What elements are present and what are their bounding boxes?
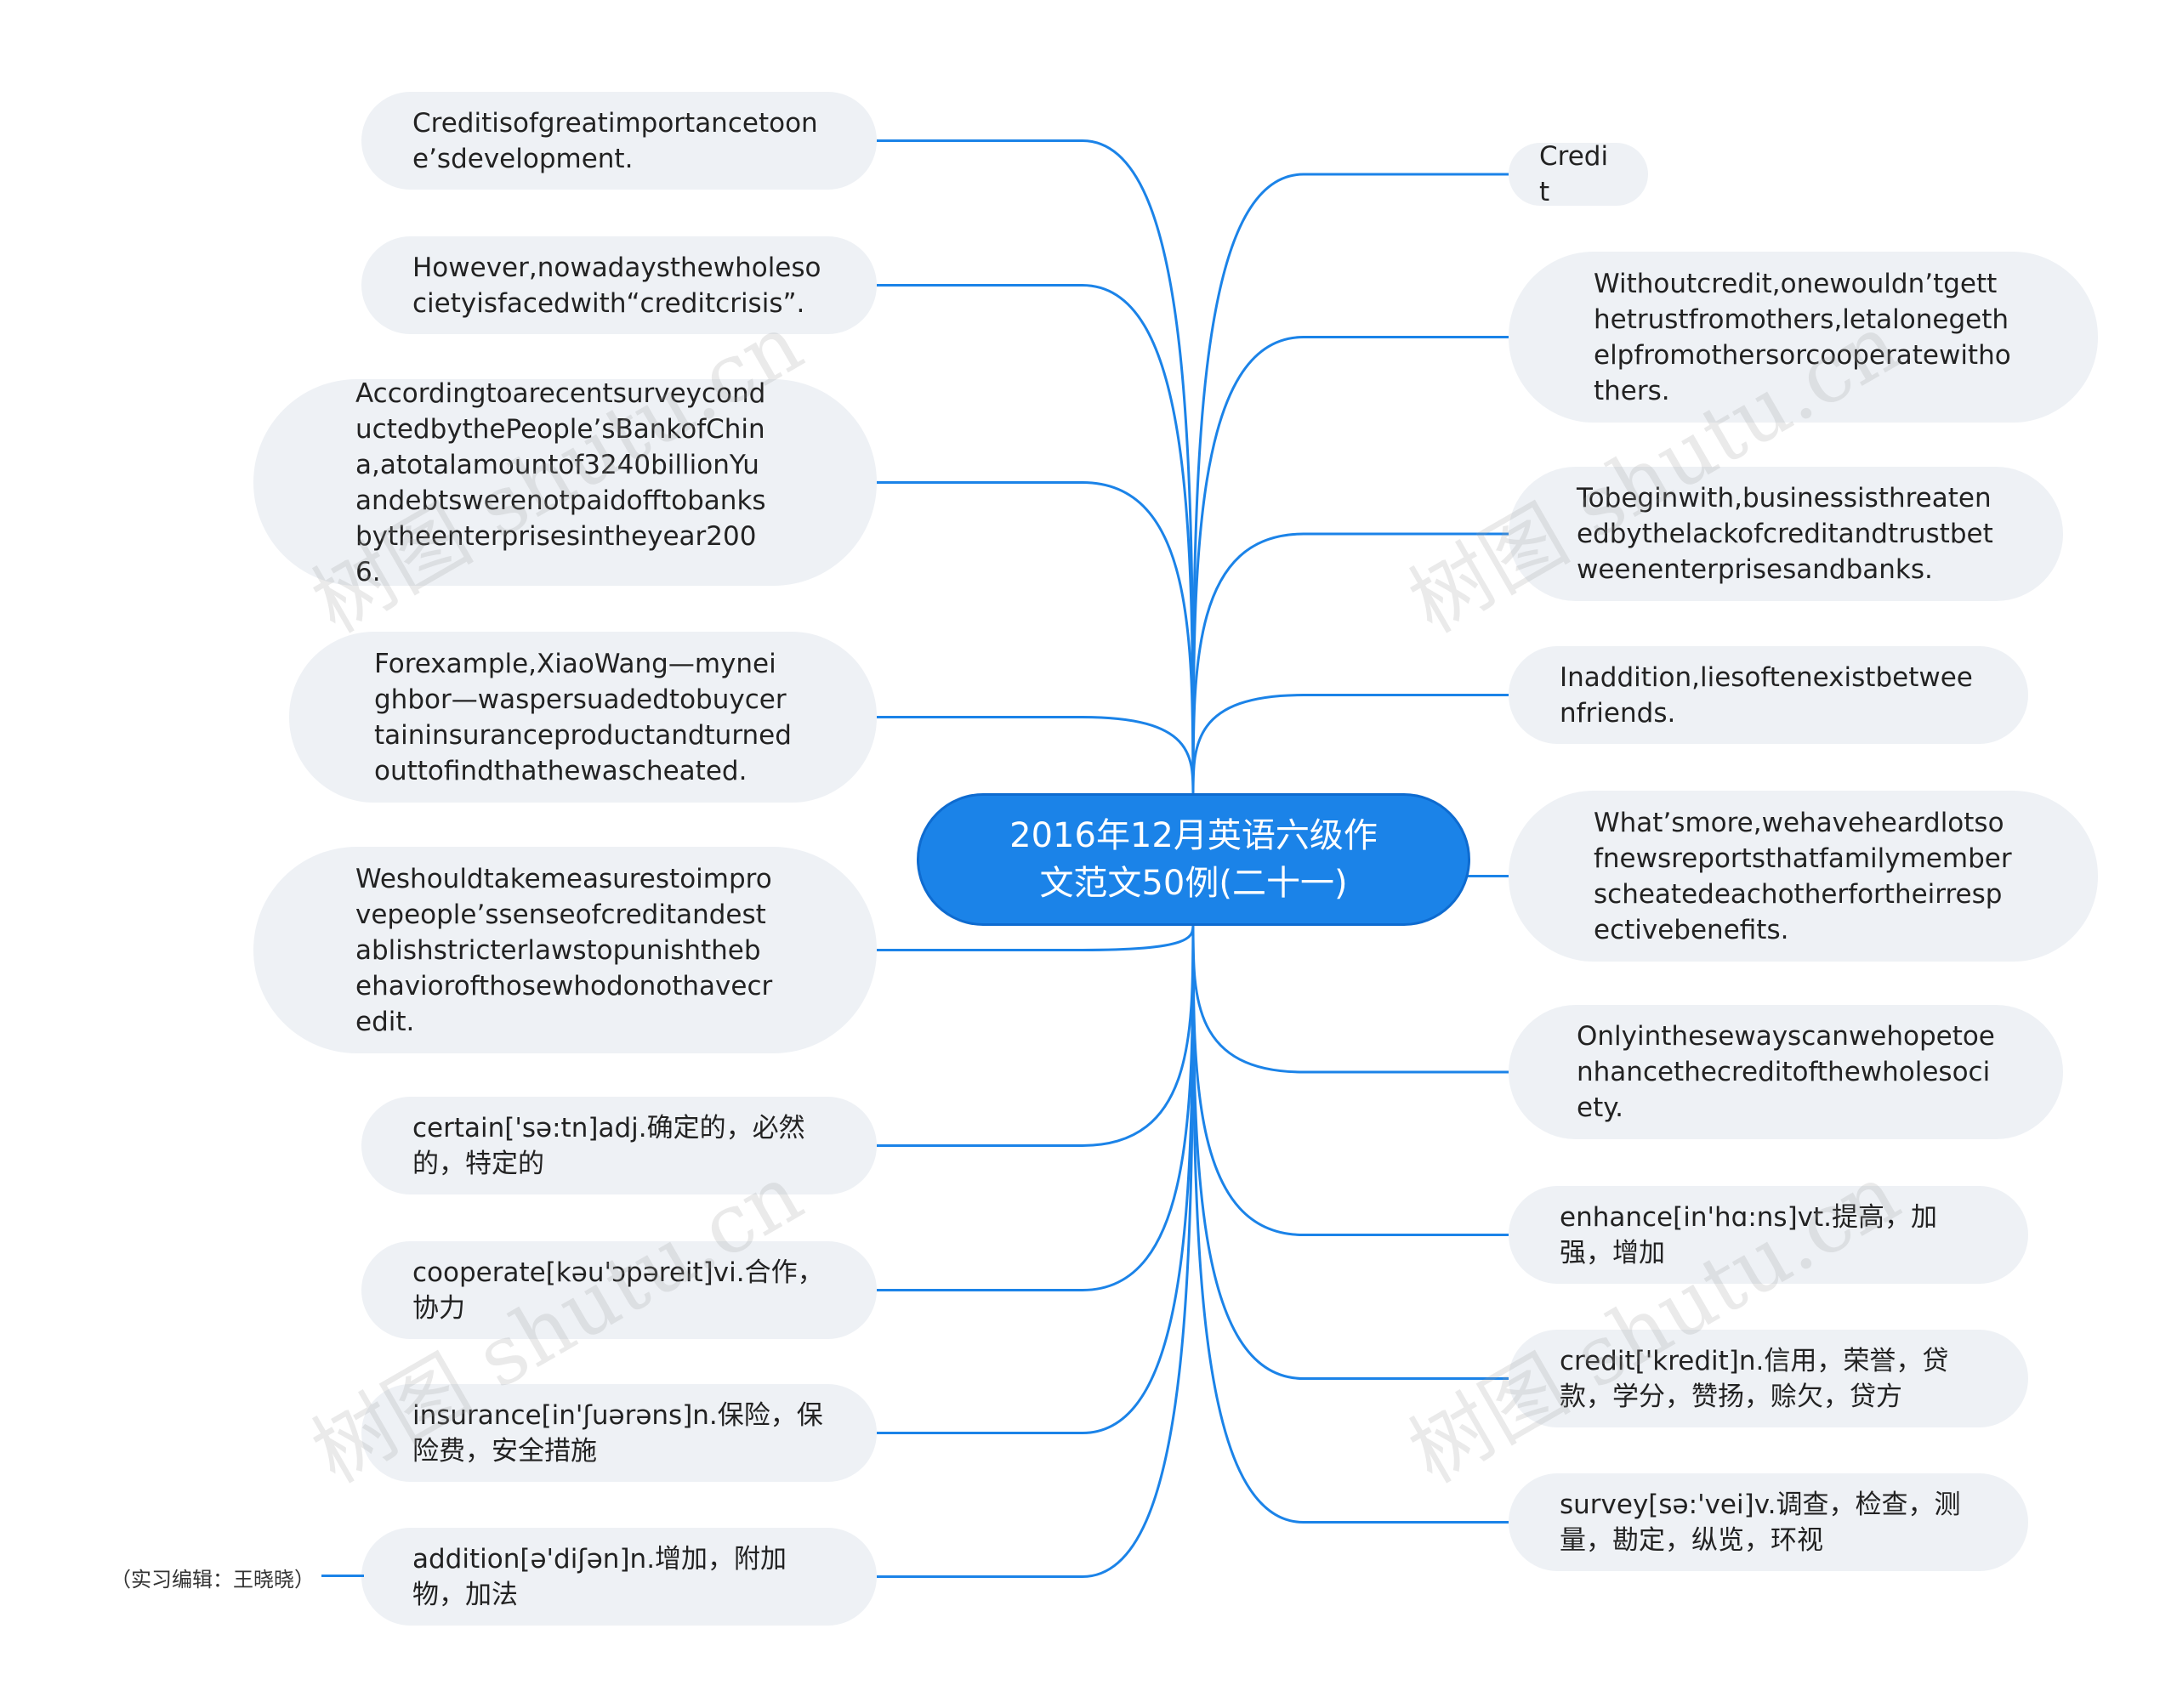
right-node-6[interactable]: Onlyinthesewayscanwehopetoenhancethecred… <box>1509 1005 2063 1139</box>
right-connector-1 <box>1191 173 1509 796</box>
left-node-9[interactable]: addition[ə'diʃən]n.增加，附加物，加法 <box>361 1528 877 1626</box>
left-connector-2 <box>877 284 1195 796</box>
left-node-8-text: insurance[in'ʃuərəns]n.保险，保险费，安全措施 <box>412 1399 823 1467</box>
right-node-8-text: credit['kredit]n.信用，荣誉，贷款，学分，赞扬，赊欠，贷方 <box>1560 1345 1949 1412</box>
right-node-9-text: survey[sə:'vei]v.调查，检查，测量，勘定，纵览，环视 <box>1560 1489 1961 1556</box>
left-node-7[interactable]: cooperate[kəu'ɔpəreit]vi.合作，协力 <box>361 1241 877 1339</box>
right-connector-2 <box>1191 336 1509 796</box>
left-connector-7 <box>877 923 1195 1291</box>
right-node-7-text: enhance[in'hɑ:ns]vt.提高，加强，增加 <box>1560 1201 1938 1268</box>
right-connector-7 <box>1191 923 1509 1236</box>
right-connector-4 <box>1191 694 1509 796</box>
left-node-2-text: However,nowadaysthewholesocietyisfacedwi… <box>412 252 821 319</box>
editor-note-connector <box>321 1575 364 1577</box>
left-node-8[interactable]: insurance[in'ʃuərəns]n.保险，保险费，安全措施 <box>361 1384 877 1482</box>
left-connector-5 <box>877 923 1195 951</box>
right-connector-3 <box>1191 532 1509 796</box>
left-node-6[interactable]: certain['sə:tn]adj.确定的，必然的，特定的 <box>361 1097 877 1194</box>
left-node-1[interactable]: Creditisofgreatimportancetoone’sdevelopm… <box>361 92 877 190</box>
left-node-4-text: Forexample,XiaoWang—myneighbor—waspersua… <box>374 648 792 786</box>
left-connector-6 <box>877 923 1195 1147</box>
left-node-3[interactable]: AccordingtoarecentsurveyconductedbythePe… <box>253 378 877 587</box>
right-node-4[interactable]: Inaddition,liesoftenexistbetweenfriends. <box>1509 646 2028 744</box>
right-node-5[interactable]: What’smore,wehaveheardlotsofnewsreportst… <box>1509 791 2098 962</box>
left-connector-8 <box>877 923 1195 1434</box>
right-node-7[interactable]: enhance[in'hɑ:ns]vt.提高，加强，增加 <box>1509 1186 2028 1284</box>
right-connector-8 <box>1191 923 1509 1380</box>
central-topic[interactable]: 2016年12月英语六级作文范文50例(二十一) <box>917 793 1470 926</box>
right-node-6-text: Onlyinthesewayscanwehopetoenhancethecred… <box>1577 1021 1995 1123</box>
right-connector-6 <box>1191 923 1509 1074</box>
left-node-4[interactable]: Forexample,XiaoWang—myneighbor—waspersua… <box>289 632 877 803</box>
left-node-7-text: cooperate[kəu'ɔpəreit]vi.合作，协力 <box>412 1257 824 1324</box>
left-connector-3 <box>877 481 1195 796</box>
right-node-4-text: Inaddition,liesoftenexistbetweenfriends. <box>1560 661 1973 729</box>
left-node-9-text: addition[ə'diʃən]n.增加，附加物，加法 <box>412 1543 787 1610</box>
right-node-8[interactable]: credit['kredit]n.信用，荣誉，贷款，学分，赞扬，赊欠，贷方 <box>1509 1330 2028 1427</box>
left-node-1-text: Creditisofgreatimportancetoone’sdevelopm… <box>412 107 818 174</box>
right-node-3-text: Tobeginwith,businessisthreatenedbythelac… <box>1577 483 1993 585</box>
left-node-5[interactable]: Weshouldtakemeasurestoimprovepeople’ssen… <box>253 847 877 1053</box>
right-node-1[interactable]: Credit <box>1509 141 1648 207</box>
editor-note: （实习编辑：王晓晓） <box>111 1568 315 1592</box>
right-connector-9 <box>1191 923 1509 1524</box>
left-node-3-text: AccordingtoarecentsurveyconductedbythePe… <box>355 377 766 587</box>
left-node-6-text: certain['sə:tn]adj.确定的，必然的，特定的 <box>412 1112 805 1179</box>
right-node-9[interactable]: survey[sə:'vei]v.调查，检查，测量，勘定，纵览，环视 <box>1509 1473 2028 1571</box>
right-node-5-text: What’smore,wehaveheardlotsofnewsreportst… <box>1594 807 2012 945</box>
left-connector-4 <box>877 716 1195 796</box>
left-node-5-text: Weshouldtakemeasurestoimprovepeople’ssen… <box>355 863 773 1037</box>
right-node-1-text: Credit <box>1539 141 1609 207</box>
left-node-2[interactable]: However,nowadaysthewholesocietyisfacedwi… <box>361 236 877 334</box>
right-node-2-text: Withoutcredit,onewouldn’tgetthetrustfrom… <box>1594 268 2011 406</box>
right-node-2[interactable]: Withoutcredit,onewouldn’tgetthetrustfrom… <box>1509 252 2098 423</box>
left-connector-1 <box>877 139 1195 796</box>
central-topic-text: 2016年12月英语六级作文范文50例(二十一) <box>1009 816 1378 903</box>
right-node-3[interactable]: Tobeginwith,businessisthreatenedbythelac… <box>1509 467 2063 601</box>
left-connector-9 <box>877 923 1195 1578</box>
